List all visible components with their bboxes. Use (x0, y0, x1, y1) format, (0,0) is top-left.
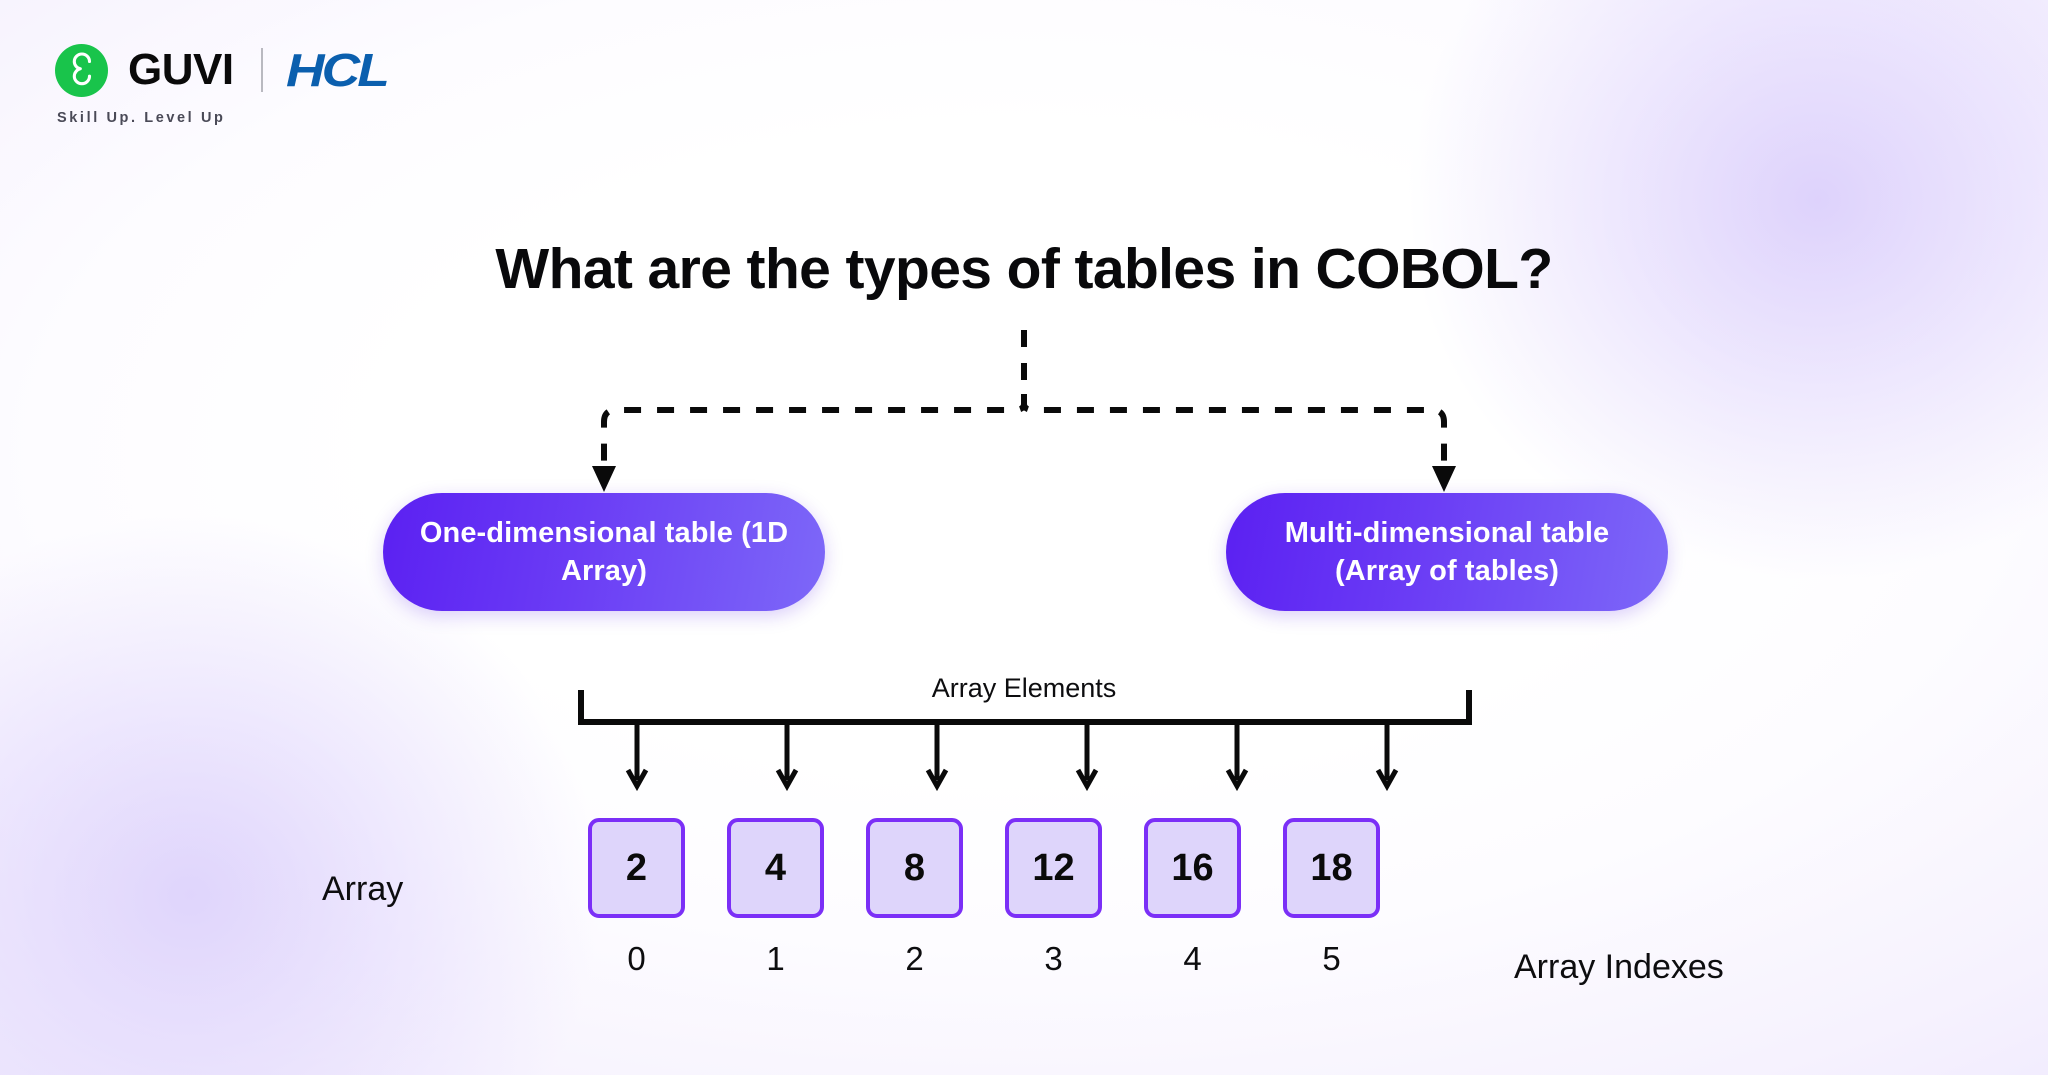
array-boxes-row: 2 4 8 12 16 18 (588, 818, 1380, 918)
array-index-label: 4 (1183, 940, 1202, 977)
array-indexes-row: 0 1 2 3 4 5 (588, 940, 1380, 978)
array-arrowhead-1 (775, 768, 799, 792)
array-index-label: 0 (627, 940, 646, 977)
branch-pill-multi-dimensional[interactable]: Multi-dimensional table (Array of tables… (1226, 493, 1668, 611)
array-index-label: 1 (766, 940, 785, 977)
connector-branch-left (601, 394, 1027, 470)
array-box: 8 (866, 818, 963, 918)
array-box: 4 (727, 818, 824, 918)
array-index-label: 2 (905, 940, 924, 977)
array-arrowhead-2 (925, 768, 949, 792)
brand-header: GUVI HCL Skill Up. Level Up (55, 42, 389, 126)
brand-logo-row: GUVI HCL (55, 42, 389, 98)
array-elements-bracket-diagram (578, 690, 1472, 792)
guvi-circle-logo-icon (55, 43, 108, 97)
array-index-label: 3 (1044, 940, 1063, 977)
branch-pill-one-dimensional[interactable]: One-dimensional table (1D Array) (383, 493, 825, 611)
array-arrowhead-0 (625, 768, 649, 792)
array-elements-label: Array Elements (931, 673, 1117, 703)
brand-tagline: Skill Up. Level Up (57, 110, 226, 126)
hcl-wordmark: HCL (285, 44, 390, 96)
connector-arrowhead-right (1432, 466, 1456, 492)
page-title: What are the types of tables in COBOL? (495, 237, 1553, 301)
array-row-label: Array (322, 870, 404, 908)
brand-divider (260, 48, 263, 92)
array-box: 16 (1144, 818, 1241, 918)
array-elements-bracket (578, 690, 1472, 725)
guvi-wordmark: GUVI (128, 45, 234, 94)
connector-branch-right (1021, 394, 1447, 470)
array-arrowhead-3 (1075, 768, 1099, 792)
array-arrowhead-4 (1225, 768, 1249, 792)
array-indexes-row-label: Array Indexes (1514, 948, 1724, 986)
connector-arrowhead-left (592, 466, 616, 492)
array-arrowhead-5 (1375, 768, 1399, 792)
array-box: 18 (1283, 818, 1380, 918)
array-box: 2 (588, 818, 685, 918)
array-index-label: 5 (1322, 940, 1341, 977)
array-box: 12 (1005, 818, 1102, 918)
branch-connector-diagram (592, 330, 1456, 492)
